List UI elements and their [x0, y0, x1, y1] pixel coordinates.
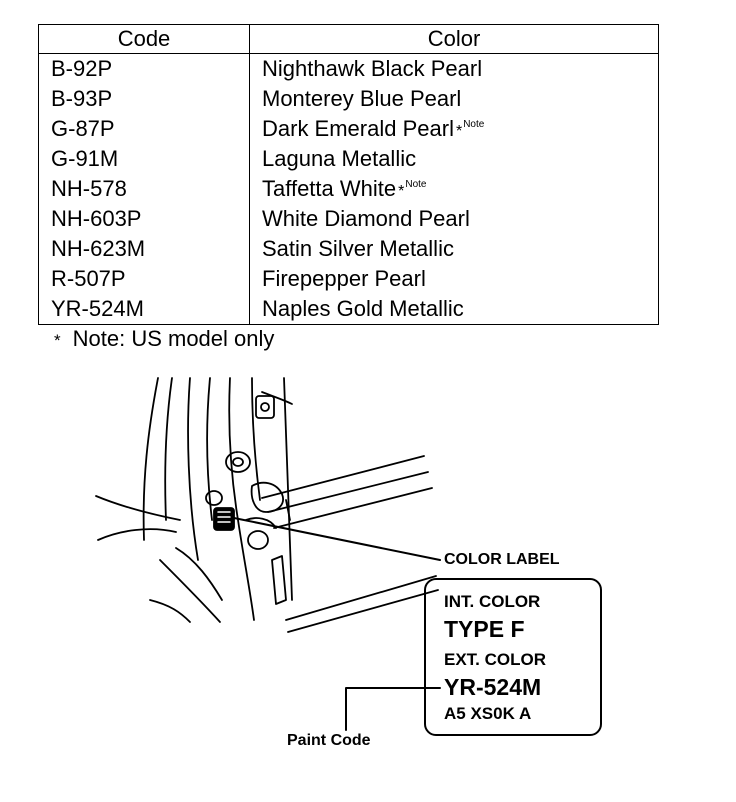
header-code: Code [38, 24, 250, 54]
color-cell: Naples Gold Metallic [249, 294, 659, 325]
table-row: NH-578 Taffetta White*Note [38, 174, 659, 204]
table-row: R-507P Firepepper Pearl [38, 264, 659, 294]
color-label-sticker [213, 507, 235, 531]
color-cell: Firepepper Pearl [249, 264, 659, 294]
table-row: YR-524M Naples Gold Metallic [38, 294, 659, 325]
code-cell: G-91M [38, 144, 250, 174]
color-name: Satin Silver Metallic [262, 236, 454, 261]
code-cell: R-507P [38, 264, 250, 294]
table-row: B-93P Monterey Blue Pearl [38, 84, 659, 114]
color-cell: Monterey Blue Pearl [249, 84, 659, 114]
ext-color-title: EXT. COLOR [444, 650, 547, 669]
label-extra-code: A5 XS0K A [444, 704, 532, 723]
footnote-asterisk: * [54, 331, 61, 350]
color-label-callout: COLOR LABEL [444, 551, 560, 568]
door-hinge-and-striker [205, 395, 284, 550]
door-frame-pillar [95, 377, 293, 623]
table-row: NH-603P White Diamond Pearl [38, 204, 659, 234]
color-cell: White Diamond Pearl [249, 204, 659, 234]
color-cell: Dark Emerald Pearl*Note [249, 114, 659, 144]
code-cell: NH-578 [38, 174, 250, 204]
footnote-text: Note: US model only [72, 326, 275, 351]
color-cell: Satin Silver Metallic [249, 234, 659, 264]
note-asterisk: * [398, 183, 405, 200]
color-name: Dark Emerald Pearl [262, 116, 454, 141]
table-row: G-91M Laguna Metallic [38, 144, 659, 174]
int-color-value: TYPE F [444, 616, 525, 642]
code-cell: G-87P [38, 114, 250, 144]
color-name: Naples Gold Metallic [262, 296, 464, 321]
color-name: Laguna Metallic [262, 146, 417, 171]
code-cell: YR-524M [38, 294, 250, 325]
table-row: G-87P Dark Emerald Pearl*Note [38, 114, 659, 144]
color-cell: Nighthawk Black Pearl [249, 53, 659, 84]
code-cell: B-92P [38, 53, 250, 84]
color-name: Monterey Blue Pearl [262, 86, 462, 111]
table-row: NH-623M Satin Silver Metallic [38, 234, 659, 264]
door-sill [261, 455, 439, 633]
code-cell: NH-603P [38, 204, 250, 234]
code-cell: NH-623M [38, 234, 250, 264]
code-cell: B-93P [38, 84, 250, 114]
callout-leader-lines [233, 517, 441, 731]
paint-code-callout: Paint Code [287, 732, 371, 749]
color-name: Firepepper Pearl [262, 266, 426, 291]
note-asterisk: * [455, 123, 463, 140]
color-label-detail: INT. COLOR TYPE F EXT. COLOR YR-524M A5 … [424, 578, 602, 736]
note-reference: Note [405, 179, 427, 190]
color-name: Nighthawk Black Pearl [262, 56, 483, 81]
table-header-row: Code Color [38, 24, 659, 54]
color-cell: Taffetta White*Note [249, 174, 659, 204]
color-name: White Diamond Pearl [262, 206, 470, 231]
door-jamb-illustration [95, 377, 441, 731]
int-color-title: INT. COLOR [444, 592, 541, 611]
table-row: B-92P Nighthawk Black Pearl [38, 53, 659, 84]
paint-code-table: Code Color B-92P Nighthawk Black Pearl B… [38, 24, 659, 325]
note-reference: Note [463, 119, 485, 130]
header-color: Color [249, 24, 659, 54]
color-cell: Laguna Metallic [249, 144, 659, 174]
color-name: Taffetta White [262, 176, 397, 201]
footnote: * Note: US model only [54, 326, 274, 352]
ext-color-value: YR-524M [444, 674, 542, 700]
